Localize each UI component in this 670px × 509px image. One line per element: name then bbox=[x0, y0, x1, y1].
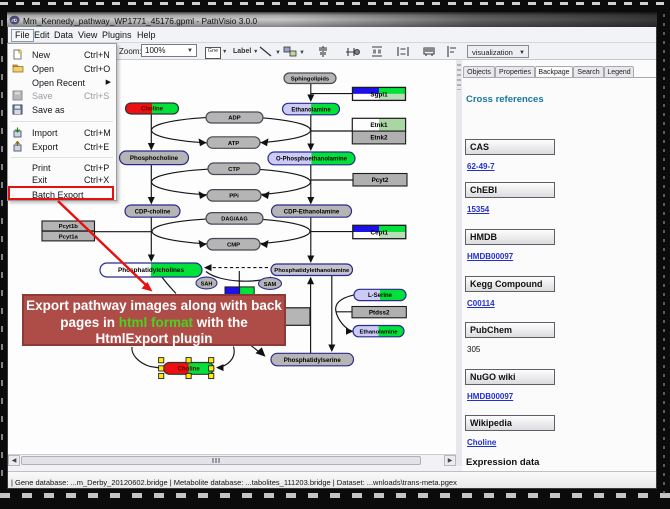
svg-text:Pcyt1a: Pcyt1a bbox=[59, 234, 79, 240]
svg-text:DAG/AAG: DAG/AAG bbox=[221, 217, 247, 223]
svg-text:Etnk2: Etnk2 bbox=[370, 135, 388, 142]
svg-text:SAH: SAH bbox=[201, 281, 213, 287]
svg-text:Ethanolamine: Ethanolamine bbox=[291, 107, 331, 113]
svg-text:CDP-choline: CDP-choline bbox=[135, 209, 171, 215]
svg-text:Phosphatidylcholines: Phosphatidylcholines bbox=[118, 267, 184, 274]
svg-text:CTP: CTP bbox=[228, 167, 240, 173]
svg-text:PPi: PPi bbox=[229, 194, 239, 200]
svg-text:Sphingolipids: Sphingolipids bbox=[291, 76, 329, 82]
svg-text:Cept1: Cept1 bbox=[371, 229, 389, 236]
svg-text:ADP: ADP bbox=[228, 116, 241, 122]
svg-text:L-Serine: L-Serine bbox=[368, 293, 393, 299]
svg-text:Sgpl1: Sgpl1 bbox=[370, 91, 388, 98]
svg-text:Phosphocholine: Phosphocholine bbox=[130, 155, 179, 162]
svg-text:▼: ▼ bbox=[299, 50, 305, 56]
svg-text:Choline: Choline bbox=[141, 107, 164, 113]
svg-text:Ptdss2: Ptdss2 bbox=[369, 309, 390, 316]
svg-text:Etnk1: Etnk1 bbox=[370, 122, 388, 129]
svg-text:Pcyt2: Pcyt2 bbox=[372, 177, 389, 184]
svg-text:SAM: SAM bbox=[264, 282, 277, 288]
svg-text:Phosphatidylethanolamine: Phosphatidylethanolamine bbox=[274, 268, 350, 274]
svg-text:Choline: Choline bbox=[178, 367, 201, 373]
svg-text:ATP: ATP bbox=[228, 141, 239, 147]
svg-text:CMP: CMP bbox=[227, 242, 240, 248]
svg-text:O-Phosphoethanolamine: O-Phosphoethanolamine bbox=[276, 157, 348, 163]
svg-text:Pcyt1b: Pcyt1b bbox=[59, 224, 79, 230]
svg-text:▼: ▼ bbox=[275, 50, 281, 56]
svg-text:Ethanolamine: Ethanolamine bbox=[359, 329, 398, 335]
svg-text:Phosphatidylserine: Phosphatidylserine bbox=[284, 357, 342, 364]
svg-text:CDP-Ethanolamine: CDP-Ethanolamine bbox=[284, 208, 340, 215]
